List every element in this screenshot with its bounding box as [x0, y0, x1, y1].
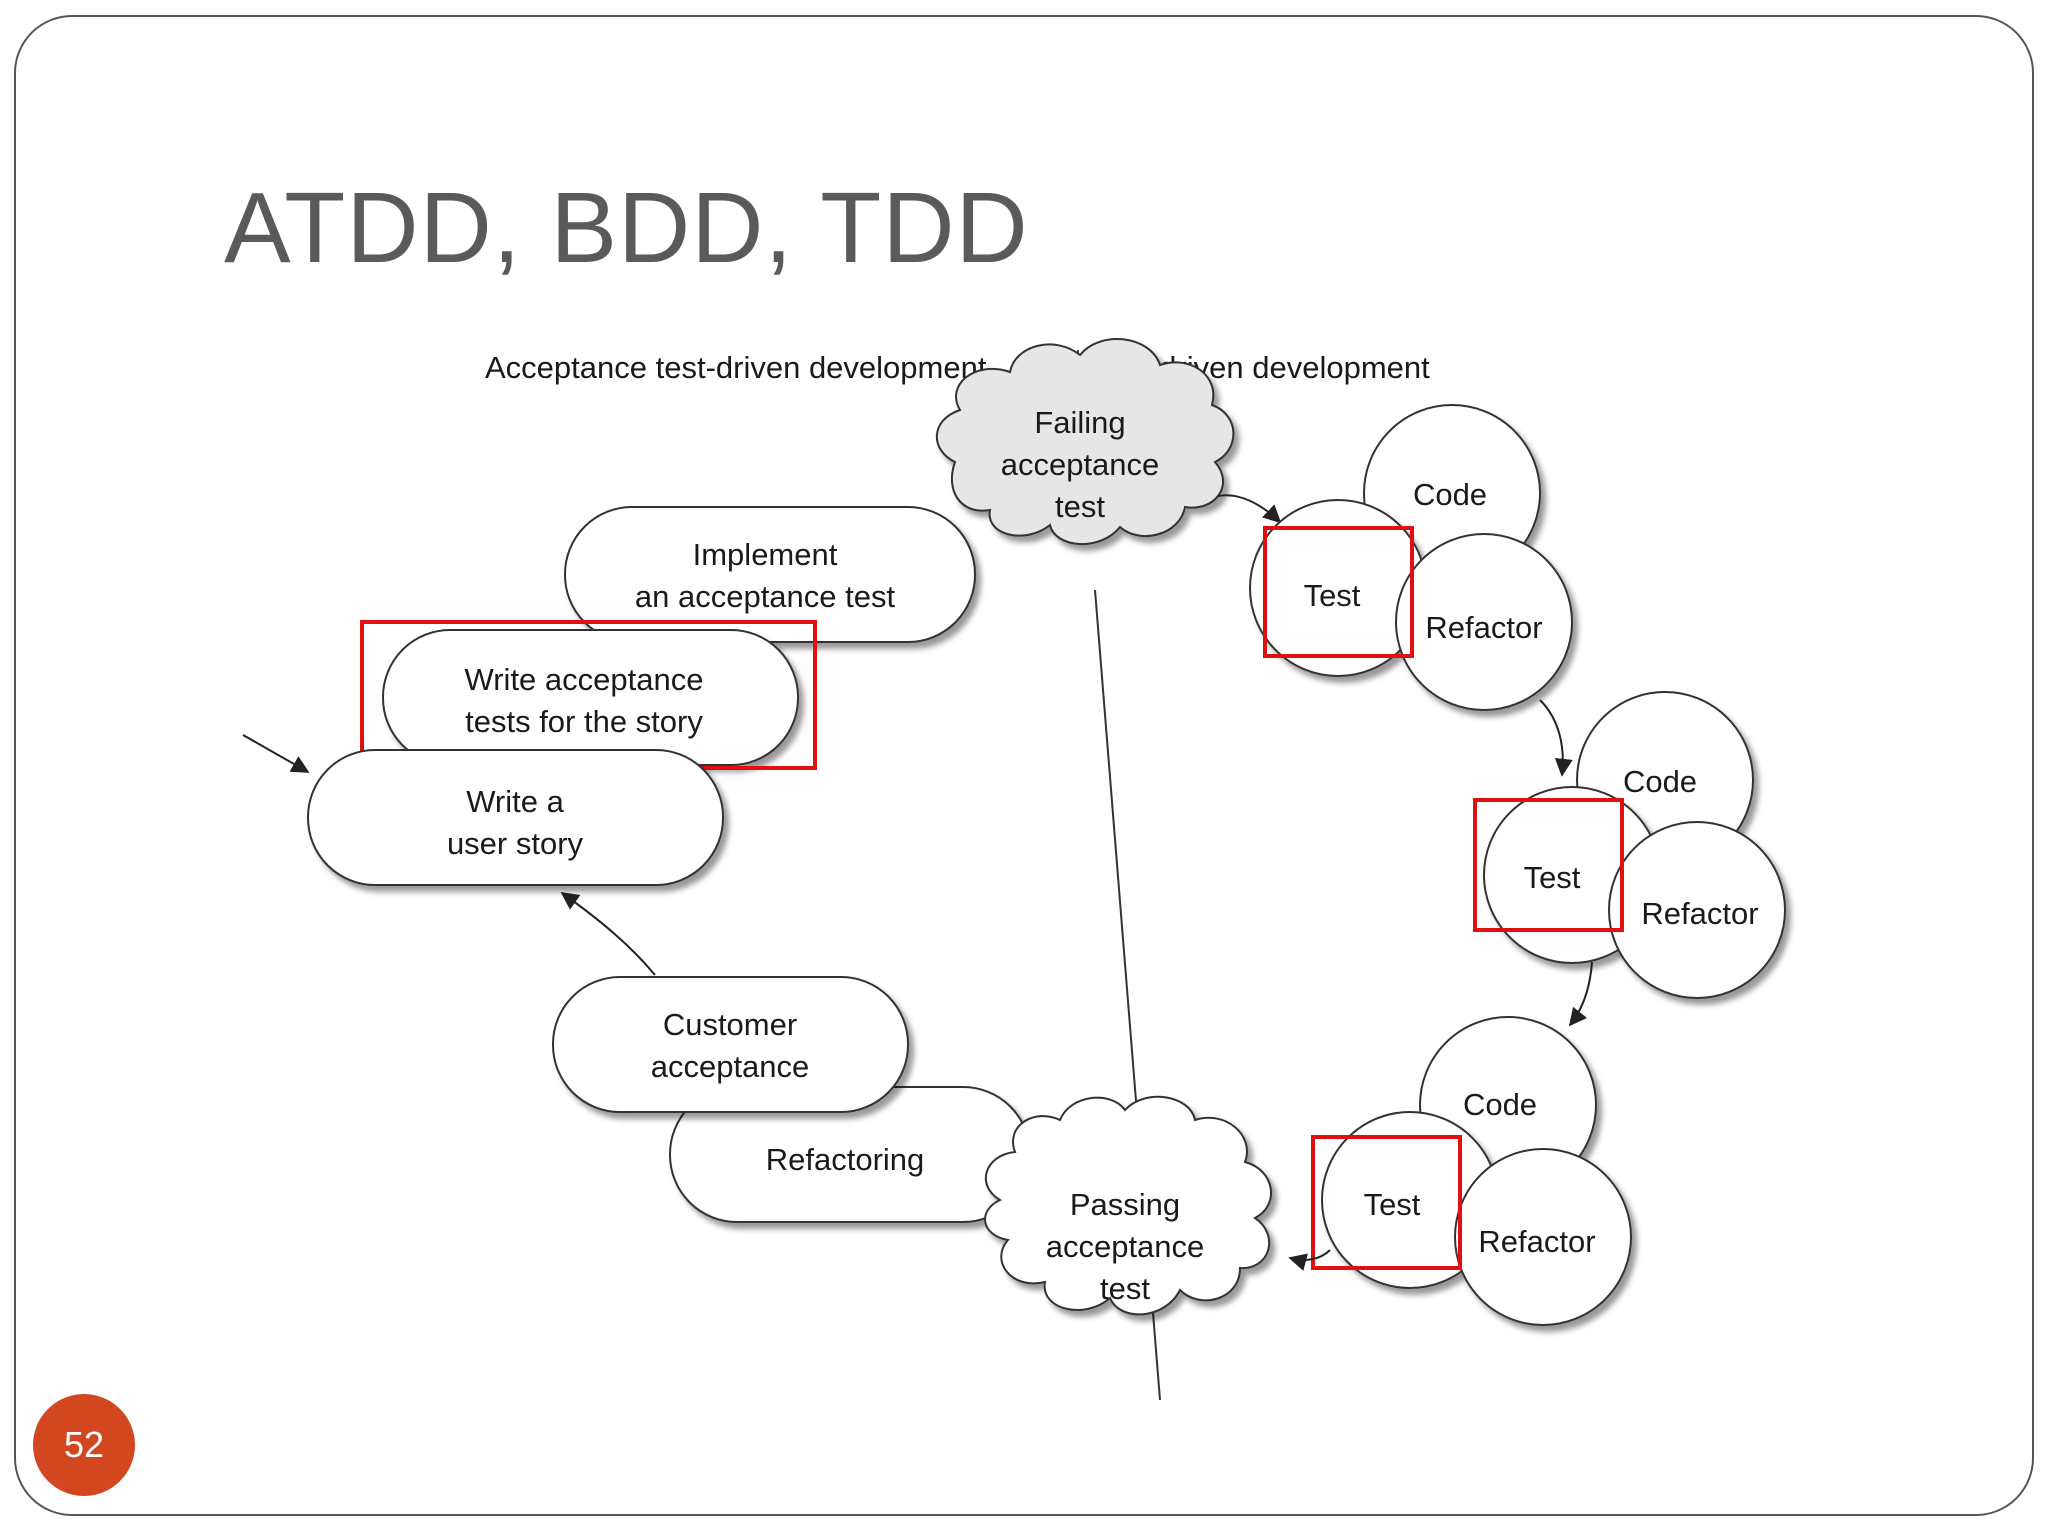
arrow-cycle1-to-2 [1539, 699, 1573, 777]
cycle3-refactor-circle [1454, 1148, 1632, 1326]
cycle3-test-label: Test [1364, 1187, 1421, 1222]
step-customer-line2: acceptance [651, 1049, 810, 1084]
step-implement-line2: an acceptance test [635, 579, 896, 614]
cycle3-refactor-label: Refactor [1478, 1224, 1595, 1259]
slide-title: ATDD, BDD, TDD [224, 172, 1029, 284]
step-write-tests: Write acceptance tests for the story [382, 629, 799, 766]
step-write-tests-line1: Write acceptance [465, 662, 704, 697]
tdd-cycle-1: Code Test Refactor [1249, 404, 1573, 711]
step-refactoring-label: Refactoring [766, 1142, 925, 1177]
cloud-failing-line3: test [1055, 489, 1105, 524]
cycle1-refactor-label: Refactor [1425, 610, 1542, 645]
tdd-cycle-3: Code Test Refactor [1311, 1016, 1632, 1326]
cycle1-code-label: Code [1413, 477, 1487, 512]
cycle2-refactor-circle [1608, 821, 1786, 999]
tdd-cycle-2: Code Test Refactor [1473, 691, 1786, 999]
step-customer-line1: Customer [663, 1007, 797, 1042]
cloud-failing-test: Failing acceptance test [935, 338, 1235, 546]
cycle2-code-label: Code [1623, 764, 1697, 799]
highlight-cycle2-test [1473, 798, 1624, 932]
step-implement-test: Implement an acceptance test [564, 506, 976, 643]
cycle1-test-label: Test [1304, 578, 1361, 613]
cycle2-test-label: Test [1524, 860, 1581, 895]
step-write-story-line1: Write a [466, 784, 564, 819]
step-write-story-line2: user story [447, 826, 584, 861]
arrow-to-passing [1288, 1249, 1331, 1271]
cycle2-refactor-label: Refactor [1641, 896, 1758, 931]
header-atdd: Acceptance test-driven development [485, 350, 987, 385]
cycle1-refactor-circle [1395, 533, 1573, 711]
step-write-tests-line2: tests for the story [465, 704, 703, 739]
arrow-cycle2-to-3 [1568, 961, 1593, 1027]
page-number-badge: 52 [33, 1394, 135, 1496]
step-refactoring: Refactoring [669, 1086, 1031, 1223]
step-customer-acceptance: Customer acceptance [552, 976, 909, 1113]
highlight-cycle3-test [1311, 1135, 1462, 1270]
cloud-failing-line1: Failing [1034, 405, 1125, 440]
step-implement-line1: Implement [693, 537, 838, 572]
cloud-passing-line1: Passing [1070, 1187, 1180, 1222]
cloud-passing-line2: acceptance [1046, 1229, 1205, 1264]
cloud-passing-test: Passing acceptance test [984, 1095, 1272, 1316]
step-write-story: Write a user story [307, 749, 724, 886]
arrow-to-tdd [1217, 494, 1282, 524]
cycle3-code-label: Code [1463, 1087, 1537, 1122]
cloud-passing-line3: test [1100, 1271, 1150, 1306]
entry-arrow [242, 734, 310, 773]
highlight-cycle1-test [1263, 526, 1414, 658]
cloud-failing-line2: acceptance [1001, 447, 1160, 482]
arrow-to-user-story [560, 891, 656, 976]
